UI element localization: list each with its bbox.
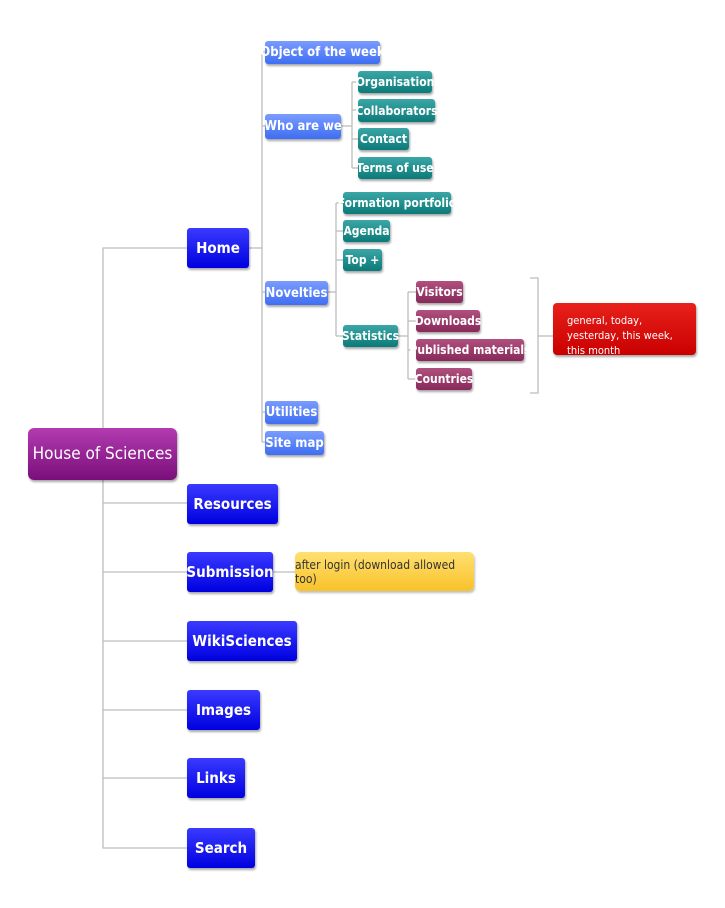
subtopic-utilities[interactable]: Utilities — [265, 401, 318, 424]
subtopic-novelties-label: Novelties — [265, 285, 328, 301]
subtopic-contact-label: Contact — [359, 132, 408, 146]
topic-search-label: Search — [194, 839, 248, 857]
topic-search[interactable]: Search — [187, 828, 255, 868]
subtopic-who-are-we-label: Who are we — [264, 119, 342, 134]
topic-resources[interactable]: Resources — [187, 484, 278, 524]
topic-home-label: Home — [196, 239, 240, 257]
subtopic-visitors[interactable]: Visitors — [416, 281, 463, 303]
subtopic-who-are-we[interactable]: Who are we — [264, 114, 342, 139]
subtopic-formation-portfolio[interactable]: Formation portfolio — [338, 192, 456, 214]
subtopic-countries[interactable]: Countries — [414, 368, 474, 390]
topic-images-label: Images — [195, 701, 252, 719]
subtopic-visitors-label: Visitors — [416, 285, 463, 299]
subtopic-site-map-label: Site map — [265, 435, 324, 451]
subtopic-published-materials[interactable]: Published materials — [409, 339, 531, 361]
root-topic-house-of-sciences[interactable]: House of Sciences — [28, 428, 177, 480]
topic-links-label: Links — [196, 769, 236, 787]
subtopic-organisation[interactable]: Organisation — [355, 71, 435, 93]
subtopic-collaborators-label: Collaborators — [355, 103, 438, 118]
topic-submission-label: Submission — [186, 563, 274, 581]
subtopic-top-plus[interactable]: Top + — [343, 249, 382, 271]
subtopic-agenda[interactable]: Agenda — [343, 220, 390, 242]
subtopic-novelties[interactable]: Novelties — [265, 281, 328, 305]
subtopic-downloads[interactable]: Downloads — [414, 310, 482, 332]
subtopic-object-of-the-week[interactable]: Object of the week — [260, 41, 385, 64]
root-topic-label: House of Sciences — [32, 444, 173, 464]
subtopic-agenda-label: Agenda — [343, 224, 390, 238]
topic-wikisciences[interactable]: WikiSciences — [187, 621, 297, 661]
topic-resources-label: Resources — [193, 495, 272, 513]
note-submission[interactable]: after login (download allowed too) — [295, 552, 474, 591]
note-submission-text: after login (download allowed too) — [295, 557, 456, 586]
subtopic-object-of-the-week-label: Object of the week — [260, 45, 385, 60]
topic-submission[interactable]: Submission — [186, 552, 274, 592]
subtopic-terms-of-use-label: Terms of use — [356, 161, 434, 175]
subtopic-formation-portfolio-label: Formation portfolio — [337, 196, 457, 210]
subtopic-downloads-label: Downloads — [414, 314, 482, 328]
subtopic-terms-of-use[interactable]: Terms of use — [356, 157, 434, 179]
subtopic-statistics[interactable]: Statistics — [341, 325, 400, 347]
topic-images[interactable]: Images — [187, 690, 260, 730]
subtopic-utilities-label: Utilities — [265, 405, 318, 420]
subtopic-published-materials-label: Published materials — [409, 343, 531, 357]
subtopic-top-plus-label: Top + — [345, 253, 380, 267]
subtopic-statistics-label: Statistics — [341, 329, 400, 343]
subtopic-contact[interactable]: Contact — [358, 128, 409, 150]
note-statistics-periods-text: general, today, yesterday, this week, th… — [567, 314, 673, 357]
topic-wikisciences-label: WikiSciences — [192, 632, 292, 650]
subtopic-countries-label: Countries — [414, 372, 474, 386]
subtopic-organisation-label: Organisation — [355, 75, 435, 89]
topic-links[interactable]: Links — [187, 758, 245, 798]
subtopic-site-map[interactable]: Site map — [265, 431, 324, 455]
subtopic-collaborators[interactable]: Collaborators — [355, 99, 438, 122]
topic-home[interactable]: Home — [187, 228, 249, 268]
note-statistics-periods[interactable]: general, today, yesterday, this week, th… — [553, 303, 696, 357]
